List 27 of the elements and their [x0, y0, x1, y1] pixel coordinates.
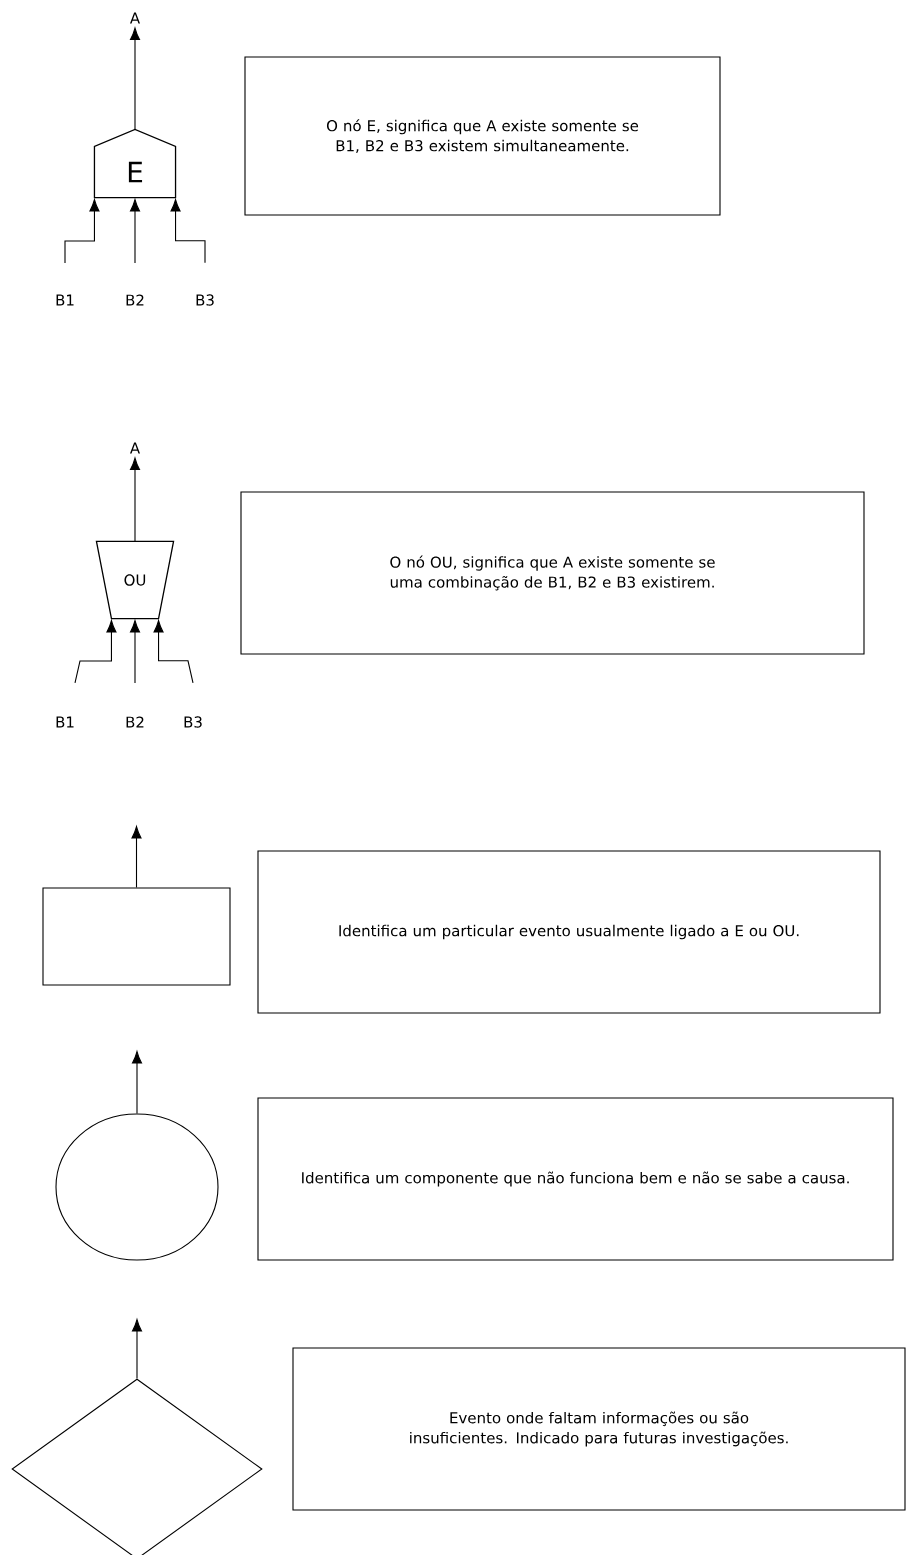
node-label: B2: [126, 294, 144, 306]
diamond-symbol: [11, 1378, 263, 1555]
arrow: [129, 457, 141, 542]
rectangle-symbol: [42, 887, 231, 986]
arrow: [131, 1051, 143, 1114]
description-box: O nó E, significa que A existe somente se B1, B2 e B3 existem simultaneamente.: [244, 56, 721, 216]
description-box: Identifica um particular evento usualmente ligado a E ou OU.: [257, 850, 881, 1014]
arrow: [153, 620, 194, 684]
circle-symbol: [55, 1113, 219, 1261]
description-box: O nó OU, significa que A existe somente se uma combinação de B1, B2 e B3 existirem.: [240, 491, 865, 655]
arrow: [64, 199, 100, 264]
description-box: Evento onde faltam informações ou são insuficientes. Indicado para futuras investigações.: [292, 1347, 906, 1511]
node-label: A: [130, 442, 140, 454]
node-label: B3: [184, 716, 202, 728]
node-label: A: [130, 12, 140, 24]
node-label: B1: [56, 716, 74, 728]
arrow: [131, 826, 142, 888]
node-label: B3: [196, 294, 214, 306]
arrow: [129, 620, 141, 684]
arrow: [129, 199, 141, 264]
description-box: Identifica um componente que não funciona bem e não se sabe a causa.: [257, 1097, 894, 1261]
arrow: [129, 27, 141, 130]
arrow: [131, 1319, 143, 1379]
arrow: [74, 620, 117, 684]
node-label: B2: [126, 716, 144, 728]
node-label: B1: [56, 294, 74, 306]
arrow: [170, 199, 206, 264]
